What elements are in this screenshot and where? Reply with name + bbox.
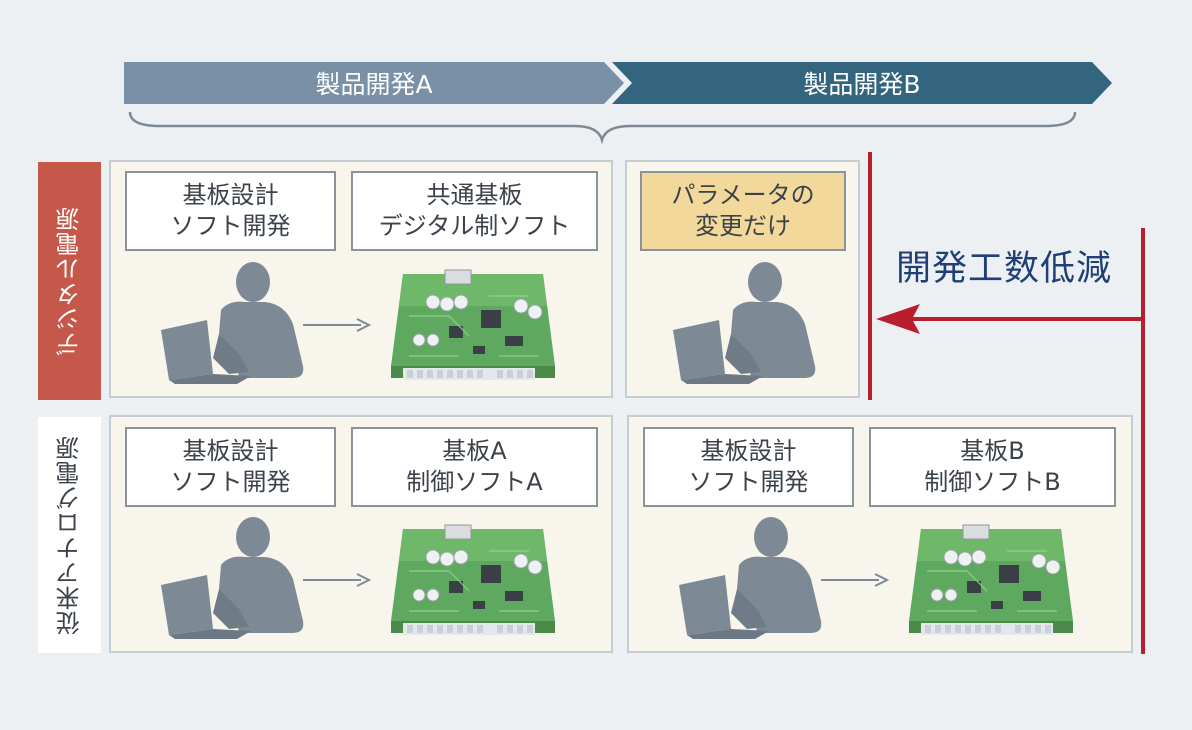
digital-a-design-box: 基板設計ソフト開発 xyxy=(125,171,336,251)
engineer-laptop-icon xyxy=(667,262,817,384)
phase-a-arrow: 製品開発A xyxy=(124,62,624,104)
engineer-laptop-icon xyxy=(673,517,823,639)
reduction-arrow-icon xyxy=(876,304,1144,334)
circuit-board-icon xyxy=(389,266,557,384)
row-label-digital: デジタル電源 xyxy=(38,162,101,400)
phase-a-label: 製品開発A xyxy=(315,70,433,99)
engineer-laptop-icon xyxy=(155,262,305,384)
analog-b-design-box: 基板設計ソフト開発 xyxy=(643,427,854,507)
parameter-change-box: パラメータの変更だけ xyxy=(640,171,846,251)
phase-b-label: 製品開発B xyxy=(803,70,921,99)
analog-a-design-box: 基板設計ソフト開発 xyxy=(125,427,336,507)
right-arrow-icon xyxy=(821,573,890,587)
grouping-brace xyxy=(128,111,1077,144)
digital-product-b-panel: パラメータの変更だけ xyxy=(625,160,860,398)
right-arrow-icon xyxy=(303,318,372,332)
phase-b-arrow: 製品開発B xyxy=(612,62,1112,104)
row-label-analog: 従来アナログ電源 xyxy=(38,417,101,653)
effort-reduction-callout: 開発工数低減 xyxy=(896,249,1113,289)
digital-a-board-box: 共通基板デジタル制ソフト xyxy=(351,171,598,251)
reduction-rail xyxy=(1141,228,1145,654)
circuit-board-icon xyxy=(907,521,1075,639)
engineer-laptop-icon xyxy=(155,517,305,639)
reduction-bar xyxy=(868,152,872,400)
digital-product-a-panel: 基板設計ソフト開発 共通基板デジタル制ソフト xyxy=(109,160,613,398)
right-arrow-icon xyxy=(303,573,372,587)
circuit-board-icon xyxy=(389,521,557,639)
